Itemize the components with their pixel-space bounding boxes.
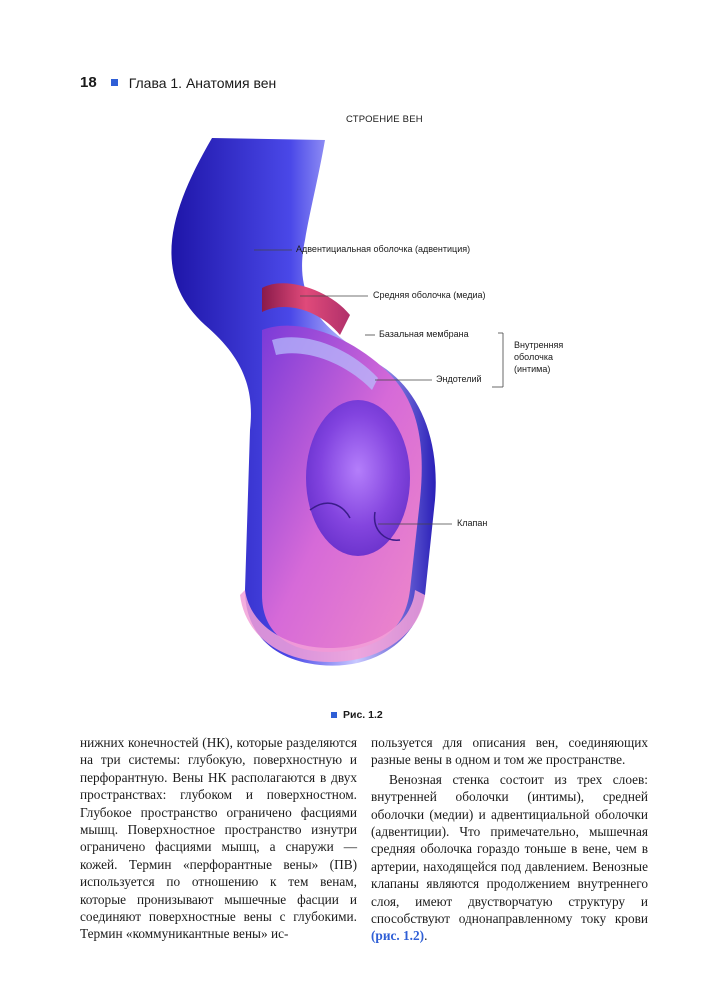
paragraph-right-2-text: Венозная стенка состоит из трех слоев: в…	[371, 772, 648, 926]
body-column-left: нижних конечностей (НК), которые разделя…	[80, 734, 357, 943]
vein-illustration	[0, 100, 717, 700]
label-intima-2: оболочка	[514, 352, 553, 362]
label-endothelium: Эндотелий	[436, 374, 482, 384]
label-adventitia: Адвентициальная оболочка (адвентиция)	[296, 244, 470, 254]
vein-figure: СТРОЕНИЕ ВЕН	[0, 100, 717, 700]
page-number: 18	[80, 74, 97, 91]
label-intima-3: (интима)	[514, 364, 550, 374]
body-column-right: пользуется для описания вен, соединяющих…	[371, 734, 648, 945]
label-basal-membrane: Базальная мембрана	[379, 329, 469, 339]
page-header: 18 Глава 1. Анатомия вен	[80, 74, 276, 91]
header-square-icon	[111, 79, 118, 86]
chapter-title: Глава 1. Анатомия вен	[129, 75, 277, 91]
paragraph-right-1: пользуется для описания вен, соединяющих…	[371, 734, 648, 769]
paragraph-right-2: Венозная стенка состоит из трех слоев: в…	[371, 771, 648, 945]
label-media: Средняя оболочка (медиа)	[373, 290, 486, 300]
paragraph-left: нижних конечностей (НК), которые разделя…	[80, 734, 357, 943]
figure-reference-link[interactable]: (рис. 1.2)	[371, 928, 424, 943]
label-valve: Клапан	[457, 518, 487, 528]
vein-valve	[306, 400, 410, 556]
figure-caption: Рис. 1.2	[331, 709, 383, 721]
caption-square-icon	[331, 712, 337, 718]
caption-text: Рис. 1.2	[343, 709, 383, 721]
label-intima-1: Внутренняя	[514, 340, 563, 350]
paragraph-right-2-end: .	[424, 928, 427, 943]
